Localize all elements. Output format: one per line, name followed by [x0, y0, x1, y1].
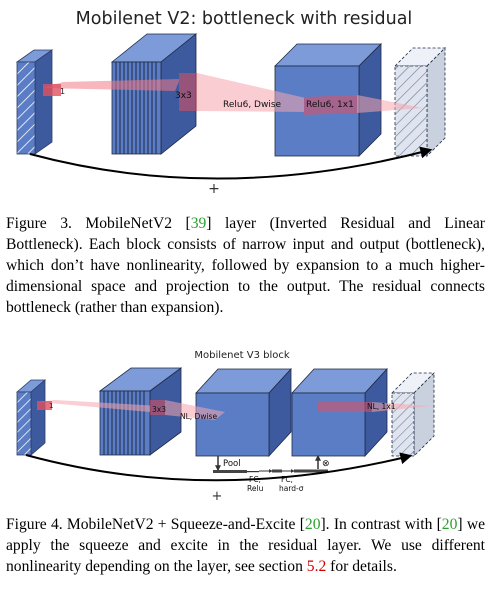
pool-label: Pool	[223, 459, 241, 469]
expansion-tensor	[110, 33, 198, 155]
v3-nl-1x1-label: NL, 1x1	[367, 402, 396, 411]
v3-conv-label: 3x3	[152, 405, 166, 414]
fc-relu-label-line2: Relu	[247, 484, 264, 493]
input-tensor	[15, 49, 54, 155]
v3-output-tensor	[391, 372, 435, 457]
citation-link[interactable]: 20	[441, 516, 458, 533]
conv-label: 3x3	[175, 91, 192, 101]
v3-receptive-field-highlight	[38, 400, 430, 420]
residual-plus-label: +	[208, 181, 220, 197]
multiply-symbol: ⊗	[322, 459, 330, 469]
figure3-title: Mobilenet V2: bottleneck with residual	[76, 9, 413, 29]
input-channel-patch	[43, 84, 61, 96]
v3-residual-plus-label: +	[212, 489, 223, 504]
figure3-diagram: Mobilenet V2: bottleneck with residual	[15, 9, 446, 197]
v3-excited-tensor	[291, 367, 388, 458]
figure4-diagram: Mobilenet V3 block	[15, 350, 435, 504]
v3-input-tensor	[15, 379, 47, 456]
input-channel-label: 1	[60, 87, 65, 96]
v3-depthwise-tensor	[195, 367, 292, 458]
section-link[interactable]: 5.2	[306, 558, 327, 575]
v3-residual-connection-arrow	[25, 452, 413, 482]
citation-link[interactable]: 39	[190, 215, 207, 232]
figure3-caption: Figure 3. MobileNetV2 [39] layer (Invert…	[6, 215, 485, 316]
residual-connection-arrow	[29, 146, 433, 180]
relu-1x1-label: Relu6, 1x1	[306, 100, 354, 110]
output-tensor	[394, 47, 446, 157]
v3-nl-dwise-label: NL, Dwise	[180, 412, 217, 421]
squeeze-excite-branch	[213, 454, 328, 473]
relu-dwise-label: Relu6, Dwise	[223, 100, 282, 110]
citation-link[interactable]: 20	[304, 516, 321, 533]
fc-hard-sigma-label-line2: hard-σ	[279, 484, 304, 493]
v3-input-channel-patch	[37, 401, 52, 410]
figure4-caption: Figure 4. MobileNetV2 + Squeeze-and-Exci…	[6, 516, 486, 575]
figure4-title: Mobilenet V3 block	[194, 350, 290, 361]
v3-input-channel-label: 1	[49, 402, 53, 410]
fc-hard-sigma-label-line1: FC,	[281, 475, 293, 484]
receptive-field-highlight	[43, 73, 423, 115]
